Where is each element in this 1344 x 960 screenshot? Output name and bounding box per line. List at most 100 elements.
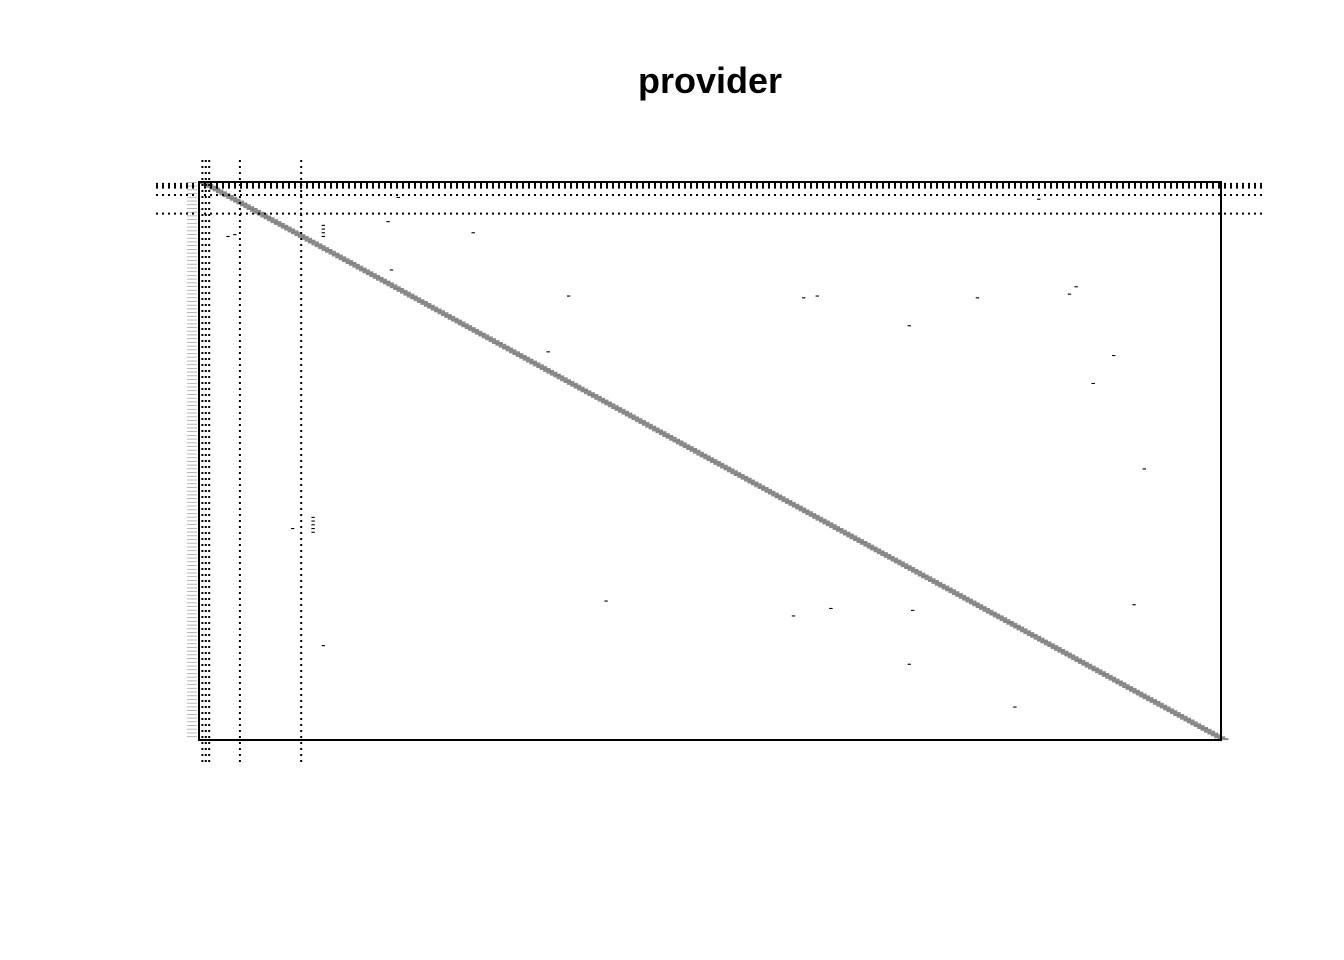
diagonal-cell [352, 265, 364, 268]
row-label-mark [187, 260, 197, 261]
diagonal-cell [379, 280, 391, 283]
diagonal-cell [716, 464, 728, 467]
diagonal-cell [1057, 650, 1069, 653]
row-label-mark [187, 312, 197, 313]
matrix-cell [386, 221, 390, 223]
row-label-mark [187, 215, 197, 217]
diagonal-cell [672, 440, 684, 443]
row-label-mark [187, 524, 197, 525]
row-label-mark [187, 661, 197, 663]
row-label-mark [187, 576, 197, 578]
diagonal-cell [1077, 661, 1089, 664]
row-label-mark [187, 494, 197, 496]
matrix-cell [321, 235, 325, 237]
row-label-mark [187, 706, 197, 708]
diagonal-cell [802, 511, 813, 514]
diagonal-cell [1163, 708, 1174, 711]
diagonal-cell [1108, 678, 1120, 681]
diagonal-cell [979, 607, 990, 610]
diagonal-cell [628, 416, 640, 419]
row-label-mark [187, 714, 197, 715]
row-label-mark [187, 554, 197, 555]
row-label-mark [187, 356, 197, 358]
diagonal-cell [376, 278, 387, 281]
diagonal-cell [962, 598, 973, 601]
row-label-mark [187, 728, 197, 730]
diagonal-cell [1197, 727, 1209, 729]
plot-frame [198, 181, 1222, 741]
diagonal-cell [894, 561, 905, 564]
row-label-mark [187, 479, 197, 481]
diagonal-cell [1050, 647, 1062, 649]
diagonal-cell [1146, 699, 1157, 702]
matrix-cell [321, 232, 325, 234]
diagonal-cell [604, 403, 616, 406]
diagonal-cell [778, 498, 789, 501]
row-label-mark [187, 297, 197, 299]
row-label-mark [187, 394, 197, 395]
diagonal-cell [750, 483, 762, 486]
diagonal-cell [713, 462, 725, 465]
diagonal-cell [1115, 682, 1127, 685]
diagonal-cell [1132, 691, 1144, 694]
row-label-mark [187, 189, 197, 191]
row-label-mark [187, 435, 197, 436]
diagonal-cell [587, 394, 599, 396]
row-label-mark [187, 461, 197, 462]
diagonal-cell [710, 461, 721, 463]
block-separators [156, 160, 1265, 765]
row-label-mark [187, 390, 197, 392]
diagonal-cell [955, 594, 967, 597]
diagonal-cell [658, 433, 670, 436]
row-label-mark [187, 446, 197, 447]
diagonal-cell [410, 297, 422, 300]
diagonal-cell [263, 217, 275, 220]
diagonal-cell [679, 444, 691, 447]
diagonal-cell [1166, 710, 1178, 713]
diagonal-cell [771, 494, 783, 497]
row-label-mark [187, 635, 197, 637]
diagonal-cell [1156, 704, 1168, 707]
diagonal-cell [478, 334, 490, 337]
row-label-mark [187, 449, 197, 451]
row-label-mark [187, 487, 197, 488]
matrix-cell [911, 609, 915, 611]
diagonal-cell [723, 468, 735, 471]
diagonal-cell [417, 301, 428, 303]
row-label-mark [187, 323, 197, 325]
row-label-mark [187, 464, 197, 466]
row-label-mark [187, 286, 197, 287]
diagonal-cell [1084, 665, 1096, 668]
row-label-mark [187, 293, 197, 295]
diagonal-cell [618, 410, 629, 413]
diagonal-cell [345, 262, 357, 264]
matrix-cell [546, 351, 550, 353]
diagonal-cell [917, 574, 929, 577]
diagonal-cell [273, 222, 285, 225]
diagonal-cell [287, 230, 299, 233]
diagonal-cell [546, 371, 558, 374]
row-label-mark [187, 472, 197, 473]
diagonal-cell [931, 581, 943, 584]
row-label-mark [187, 308, 197, 310]
diagonal-cell [972, 604, 984, 607]
diagonal-cell [246, 208, 258, 210]
row-label-mark [187, 617, 197, 618]
row-label-mark [187, 676, 197, 678]
matrix-cell [791, 615, 796, 617]
diagonal-cell [1033, 637, 1045, 640]
diagonal-cell [832, 528, 844, 530]
diagonal-cell [900, 565, 912, 568]
diagonal-cell [999, 619, 1011, 622]
diagonal-cell [505, 349, 517, 352]
diagonal-cell [1190, 723, 1202, 726]
row-label-mark [187, 680, 197, 682]
row-label-mark [187, 275, 197, 276]
matrix-cell [1091, 382, 1095, 384]
row-label-mark [187, 565, 197, 566]
matrix-cell [802, 297, 806, 299]
matrix-cell [396, 196, 400, 198]
matrix-cell [1112, 355, 1116, 357]
diagonal-cell [481, 336, 493, 339]
diagonal-cell [1204, 730, 1215, 733]
